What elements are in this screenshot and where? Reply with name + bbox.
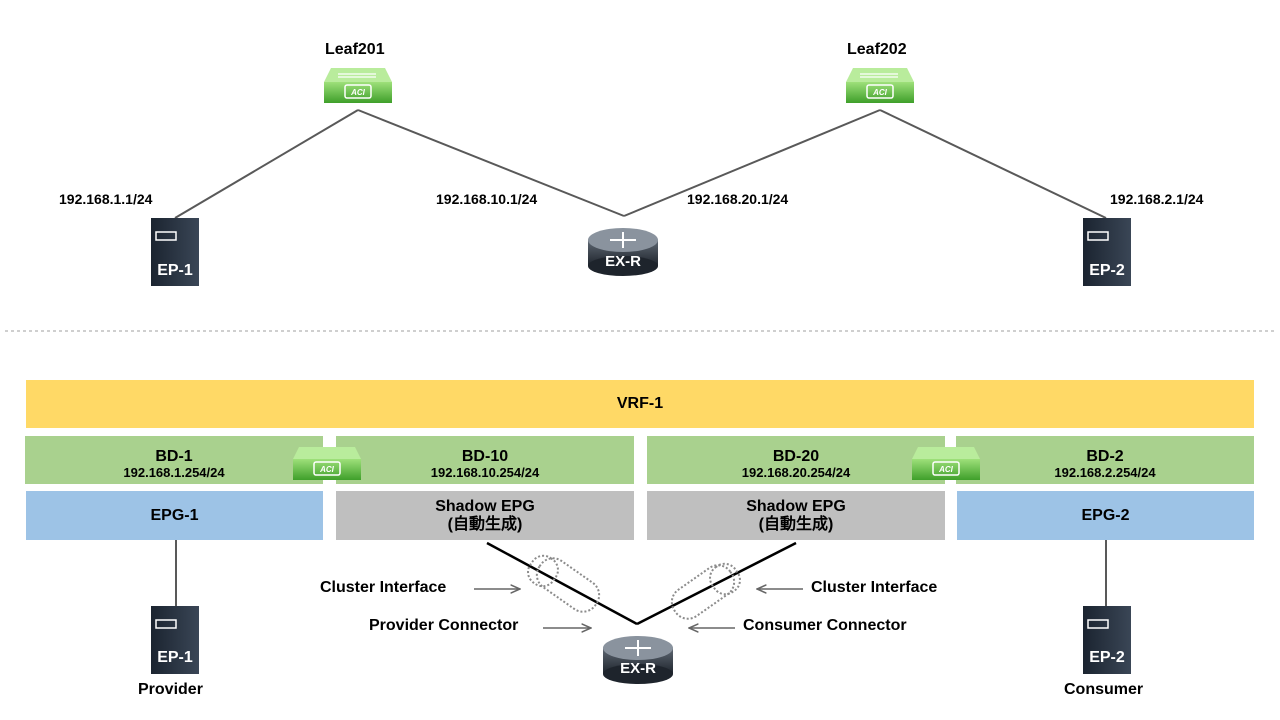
cluster-interface-right-label: Cluster Interface: [811, 579, 938, 596]
bd2-box: BD-2 192.168.2.254/24: [956, 436, 1254, 484]
bd10-box: BD-10 192.168.10.254/24: [336, 436, 634, 484]
link-leaf202-ep2: [879, 109, 1107, 219]
vrf-label: VRF-1: [616, 395, 664, 412]
annotation-arrows: [474, 589, 803, 628]
svg-text:ACI: ACI: [350, 88, 366, 97]
provider-label: Provider: [138, 681, 203, 698]
logical-links: [486, 541, 797, 626]
bd20-subnet: 192.168.20.254/24: [741, 465, 851, 480]
shadow-epg-left-box: Shadow EPG (自動生成): [336, 491, 634, 540]
consumer-connector-label: Consumer Connector: [743, 617, 907, 634]
leaf202-switch-icon: ACI: [846, 68, 914, 103]
shadow-epg-right-box: Shadow EPG (自動生成): [647, 491, 945, 540]
ep1-top-label: EP-1: [157, 262, 193, 279]
bd-right-switch-icon: ACI: [912, 447, 980, 480]
cluster-interface-left-shape: [527, 554, 601, 613]
physical-links: [174, 109, 1107, 219]
bd10-subnet: 192.168.10.254/24: [430, 465, 540, 480]
shadow-epg-right-title: Shadow EPG: [746, 498, 846, 515]
ep2-bottom-server-icon: [1083, 606, 1131, 674]
vrf-box: VRF-1: [26, 380, 1254, 428]
bd10-name: BD-10: [461, 448, 509, 465]
ep2-top-server-icon: [1083, 218, 1131, 286]
router-bottom-label: EX-R: [620, 660, 656, 677]
provider-connector-label: Provider Connector: [369, 617, 519, 634]
router-top-label: EX-R: [605, 253, 641, 270]
link-shadow-right-router: [636, 541, 797, 626]
shadow-epg-right-sub: (自動生成): [758, 516, 834, 533]
shadow-epg-left-sub: (自動生成): [447, 516, 523, 533]
consumer-label: Consumer: [1064, 681, 1144, 698]
ep2-top-label: EP-2: [1089, 262, 1125, 279]
bd1-name: BD-1: [155, 448, 193, 465]
epg2-box: EPG-2: [957, 491, 1254, 540]
ip-ep2-label: 192.168.2.1/24: [1110, 191, 1204, 207]
link-leaf202-router: [623, 109, 881, 217]
ip-ep1-label: 192.168.1.1/24: [59, 191, 153, 207]
bd-left-switch-icon: ACI: [293, 447, 361, 480]
bd20-box: BD-20 192.168.20.254/24: [647, 436, 945, 484]
leaf202-label: Leaf202: [847, 41, 907, 58]
epg1-label: EPG-1: [150, 506, 199, 524]
bd1-subnet: 192.168.1.254/24: [123, 465, 225, 480]
ep1-top-server-icon: [151, 218, 199, 286]
ep1-bottom-server-icon: [151, 606, 199, 674]
link-leaf201-router: [357, 109, 625, 217]
ip-router-right-label: 192.168.20.1/24: [687, 191, 789, 207]
ip-router-left-label: 192.168.10.1/24: [436, 191, 538, 207]
svg-text:ACI: ACI: [938, 465, 954, 474]
router-top-icon: [588, 228, 658, 276]
router-bottom-icon: [603, 636, 673, 684]
bd2-name: BD-2: [1086, 448, 1124, 465]
bd2-subnet: 192.168.2.254/24: [1054, 465, 1156, 480]
bd1-box: BD-1 192.168.1.254/24: [25, 436, 323, 484]
bd20-name: BD-20: [772, 448, 820, 465]
link-leaf201-ep1: [174, 109, 359, 219]
link-shadow-left-router: [486, 541, 638, 626]
epg2-label: EPG-2: [1081, 506, 1130, 524]
cluster-interface-left-label: Cluster Interface: [320, 579, 447, 596]
epg1-box: EPG-1: [26, 491, 323, 540]
svg-text:ACI: ACI: [319, 465, 335, 474]
leaf201-switch-icon: ACI: [324, 68, 392, 103]
shadow-epg-left-title: Shadow EPG: [435, 498, 535, 515]
svg-text:ACI: ACI: [872, 88, 888, 97]
ep1-bottom-label: EP-1: [157, 649, 193, 666]
ep2-bottom-label: EP-2: [1089, 649, 1125, 666]
leaf201-label: Leaf201: [325, 41, 385, 58]
cluster-interface-right-shape: [670, 562, 741, 620]
